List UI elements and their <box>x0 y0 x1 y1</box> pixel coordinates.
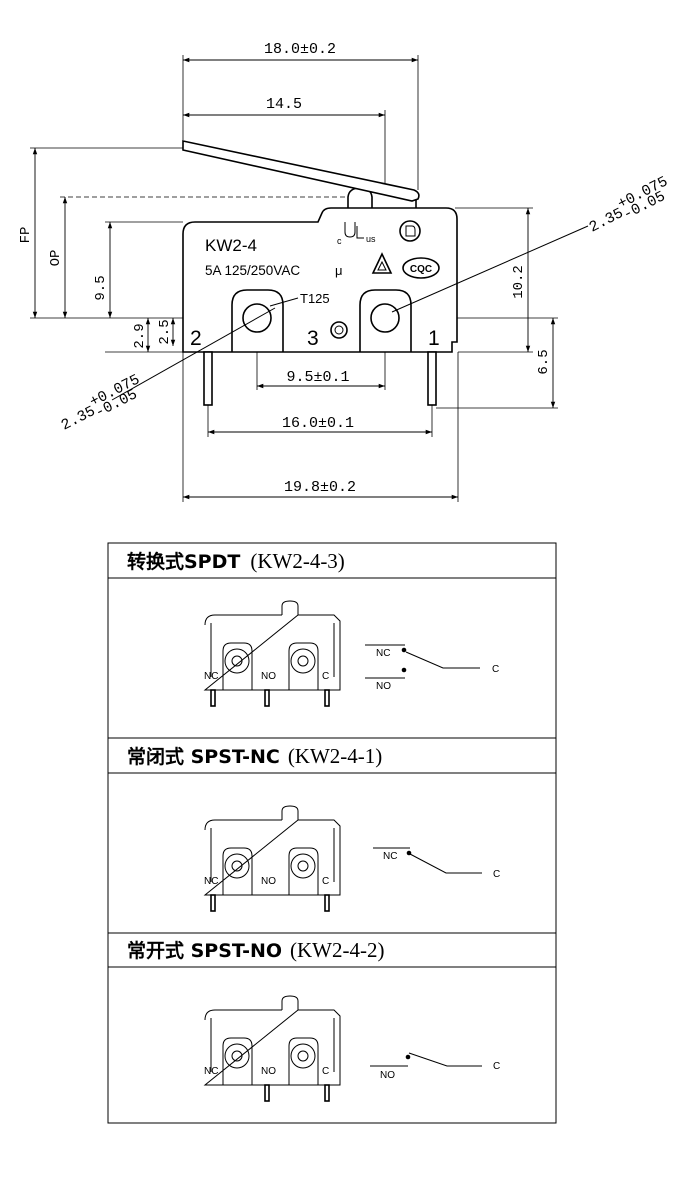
pin-label-c: C <box>322 671 329 682</box>
row-title-main: 转换式SPDT <box>127 550 240 573</box>
pin-right <box>427 351 437 406</box>
dim-10-2: 10.2 <box>511 265 527 299</box>
pin-label-no: NO <box>261 1066 276 1077</box>
pin-label-no: NO <box>261 876 276 887</box>
schematic-nc-label: NC <box>376 648 390 659</box>
rating-label: 5A 125/250VAC <box>205 263 300 278</box>
model-label: KW2-4 <box>205 236 257 255</box>
temperature-label: T125 <box>300 291 330 306</box>
ul-mark-icon: c us <box>337 222 376 246</box>
dim-6-5: 6.5 <box>536 349 552 374</box>
pin-left <box>203 351 213 406</box>
cqc-mark-icon: CQC <box>402 257 440 279</box>
dim-body: 19.8±0.2 <box>284 479 356 496</box>
op-label: OP <box>48 250 64 267</box>
row-title-code: (KW2-4-3) <box>250 549 344 573</box>
temperature-leader <box>269 297 299 307</box>
terminal-1-frame <box>359 289 412 352</box>
dim-pin-span: 16.0±0.1 <box>282 415 354 432</box>
mini-switch-drawing: NC NO C <box>203 805 341 912</box>
row-title: 转换式SPDT (KW2-4-3) <box>127 549 345 573</box>
spdt-schematic: NC NO C <box>365 644 499 692</box>
mini-switch-drawing: NC NO C <box>203 600 341 707</box>
micro-gap-mark: μ <box>335 263 343 278</box>
terminal-1-hole <box>370 303 400 333</box>
hole-callout-left: 2.35 +0.075 -0.05 <box>59 371 143 434</box>
safety-mark-icon <box>399 220 421 242</box>
hole-callout-right: 2.35 +0.075 -0.05 <box>587 173 671 236</box>
pin-label-no: NO <box>261 671 276 682</box>
variant-table: 转换式SPDT (KW2-4-3) 常闭式 SPST-NC (KW2-4-1) … <box>107 542 557 1124</box>
fp-label: FP <box>18 227 34 244</box>
pin-label-nc: NC <box>204 1066 218 1077</box>
schematic-common-label: C <box>493 869 500 880</box>
terminal-1-number: 1 <box>428 327 440 350</box>
contact-dot <box>405 1054 411 1060</box>
hole-leader-left <box>111 307 276 401</box>
row-title: 常开式 SPST-NO (KW2-4-2) <box>127 938 384 962</box>
ul-us-label: us <box>366 234 376 244</box>
terminal-2-frame <box>231 289 284 352</box>
terminal-2-number: 2 <box>190 327 202 350</box>
dim-9-5: 9.5 <box>93 275 109 300</box>
row-title: 常闭式 SPST-NC (KW2-4-1) <box>127 744 382 768</box>
row-title-code: (KW2-4-1) <box>288 744 382 768</box>
dim-lever: 14.5 <box>266 96 302 113</box>
terminal-3-number: 3 <box>307 327 319 350</box>
schematic-nc-label: NC <box>383 851 397 862</box>
triangle-mark-icon <box>371 252 393 274</box>
ul-logo-icon <box>344 222 364 239</box>
dim-2-5: 2.5 <box>157 319 173 344</box>
cqc-label: CQC <box>410 264 432 275</box>
hole-leader-right <box>391 225 589 313</box>
dim-total-length: 18.0±0.2 <box>264 41 336 58</box>
schematic-common-label: C <box>492 664 499 675</box>
pin-label-nc: NC <box>204 671 218 682</box>
actuator-lever <box>182 140 420 202</box>
ul-c-label: c <box>337 236 342 246</box>
schematic-no-label: NO <box>376 681 391 692</box>
terminal-3-mark <box>330 321 348 339</box>
contact-dot <box>401 647 407 653</box>
dim-2-9: 2.9 <box>132 323 148 348</box>
row-title-code: (KW2-4-2) <box>290 938 384 962</box>
spst-nc-schematic: NC C <box>373 847 500 880</box>
terminal-2-hole <box>242 303 272 333</box>
schematic-common-label: C <box>493 1061 500 1072</box>
dim-pitch: 9.5±0.1 <box>286 369 349 386</box>
row-title-main: 常闭式 SPST-NC <box>127 745 280 768</box>
switch-outline-drawing: KW2-4 5A 125/250VAC μ T125 2 3 1 c us CQ… <box>18 41 671 502</box>
row-title-main: 常开式 SPST-NO <box>127 939 282 962</box>
mini-switch-drawing: NC NO C <box>203 995 341 1102</box>
pin-label-c: C <box>322 1066 329 1077</box>
pin-label-nc: NC <box>204 876 218 887</box>
spst-no-schematic: NO C <box>370 1052 500 1081</box>
switch-body <box>182 207 458 353</box>
schematic-no-label: NO <box>380 1070 395 1081</box>
contact-dot <box>401 667 407 673</box>
terminal-3-mark-inner <box>334 325 344 335</box>
pin-label-c: C <box>322 876 329 887</box>
